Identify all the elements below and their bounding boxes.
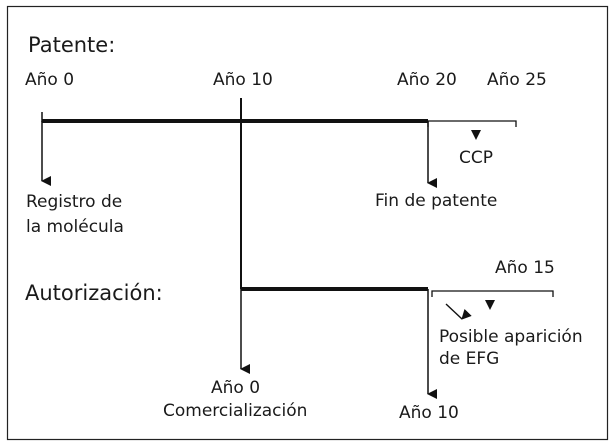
patent-title: Patente: [28,33,115,57]
diagram-frame [6,5,609,441]
registration-label-line1: Registro de [26,192,122,212]
ccp-bracket [427,120,517,127]
ccp-pointer [471,130,481,140]
authorization-year-0-label: Año 0 [211,378,260,398]
patent-year-10-label: Año 10 [213,70,273,90]
commercialization-label: Comercialización [163,401,307,421]
efg-label-line2: de EFG [439,349,499,369]
registration-label-line2: la molécula [26,217,124,237]
efg-pointer [485,300,495,310]
efg-diagonal-arrow [445,303,472,320]
authorization-year-10-label: Año 10 [399,403,459,423]
efg-bracket [431,290,554,297]
authorization-year-15-label: Año 15 [495,258,555,278]
patent-year-20-label: Año 20 [397,70,457,90]
authorization-title: Autorización: [25,281,163,305]
patent-year-0-label: Año 0 [25,70,74,90]
ccp-label: CCP [459,148,493,168]
patent-year-25-label: Año 25 [487,70,547,90]
efg-label-line1: Posible aparición [439,327,583,347]
patent-end-label: Fin de patente [375,191,497,211]
